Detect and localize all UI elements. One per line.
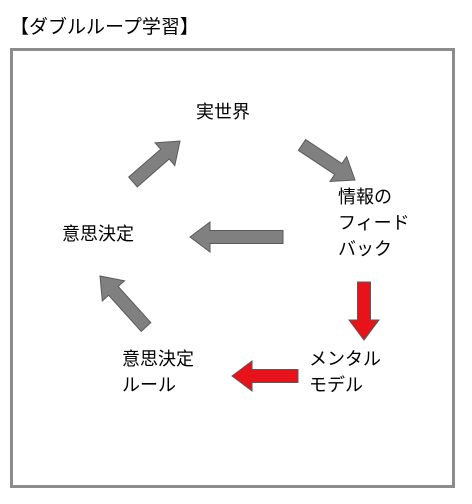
node-decision-rules-line-1: 意思決定 (122, 349, 194, 370)
node-mental-model-line-2: モデル (309, 375, 363, 396)
node-decision: 意思決定 (62, 222, 134, 248)
node-real-world: 実世界 (196, 100, 250, 126)
node-decision-rules-line-2: ルール (122, 375, 176, 396)
arrow-feedback-to-mental-model (348, 281, 380, 341)
arrow-feedback-to-decision (189, 221, 284, 253)
arrow-mental-model-to-rules (231, 360, 299, 392)
diagram-frame (10, 48, 455, 488)
node-feedback-line-2: フィード (338, 213, 410, 234)
node-feedback-line-1: 情報の (338, 187, 392, 208)
diagram-title: 【ダブルループ学習】 (10, 16, 199, 38)
arrow-rules-to-decision (99, 275, 152, 333)
node-mental-model: メンタル モデル (309, 347, 381, 399)
node-information-feedback: 情報の フィード バック (338, 185, 410, 263)
node-decision-rules: 意思決定 ルール (122, 347, 194, 399)
node-real-world-line-1: 実世界 (196, 102, 250, 123)
node-mental-model-line-1: メンタル (309, 349, 381, 370)
arrow-decision-to-real-world (127, 140, 181, 188)
node-feedback-line-3: バック (338, 239, 392, 260)
arrow-real-world-to-feedback (297, 138, 356, 183)
node-decision-line-1: 意思決定 (62, 224, 134, 245)
